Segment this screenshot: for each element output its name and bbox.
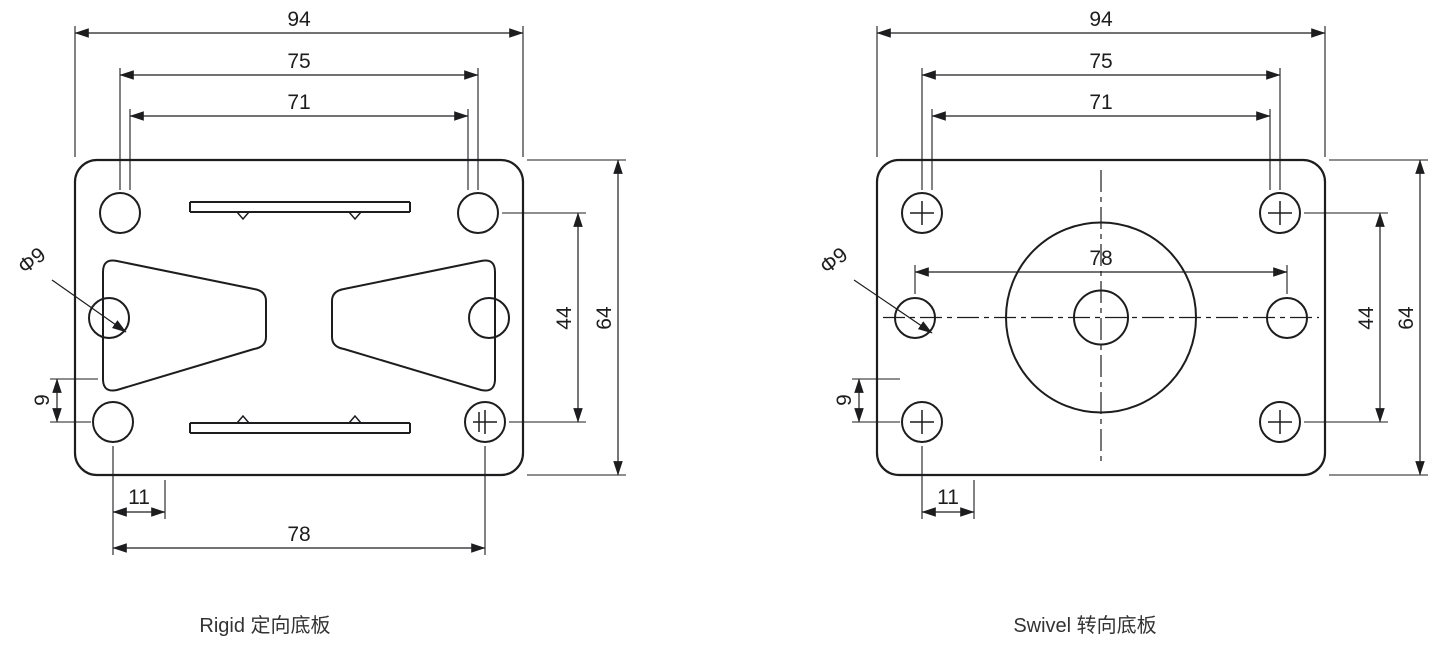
rigid-bolt-holes (88, 192, 510, 443)
swivel-hole-bottom-right (1259, 401, 1301, 443)
rigid-hole-mid-right (468, 297, 510, 339)
rigid-hole-diameter-callout: Φ9 (14, 243, 127, 333)
rigid-dim-71: 71 (129, 91, 469, 190)
rigid-hole-bottom-right (464, 401, 506, 443)
swivel-dim-44: 44 (1304, 212, 1388, 423)
rigid-top-rib (189, 201, 411, 221)
rigid-left-pocket (102, 259, 267, 392)
swivel-centerlines (883, 170, 1319, 465)
rigid-hole-top-right (457, 192, 499, 234)
rigid-right-pocket (331, 259, 496, 392)
rigid-dim-9: 9 (31, 378, 98, 423)
swivel-race-circle (1005, 221, 1197, 414)
rigid-dim-11-value: 11 (128, 486, 150, 509)
rigid-dim-75: 75 (119, 50, 479, 190)
swivel-hole-center-marks (910, 201, 1292, 434)
swivel-dim-78-value: 78 (1089, 247, 1112, 270)
swivel-race (1005, 221, 1197, 414)
swivel-dim-9: 9 (833, 378, 900, 423)
swivel-plate-drawing: 94 75 71 78 44 64 (816, 8, 1428, 637)
swivel-dim-94-value: 94 (1089, 8, 1113, 31)
swivel-hole-mid-left (894, 297, 936, 339)
swivel-hole-diameter-value: Φ9 (816, 243, 853, 279)
rigid-plate-outline (73, 158, 525, 477)
rigid-bottom-rib (189, 414, 411, 434)
swivel-dim-11-value: 11 (937, 486, 959, 509)
rigid-dim-78-value: 78 (287, 523, 310, 546)
swivel-dim-75: 75 (921, 50, 1281, 190)
rigid-caption: Rigid 定向底板 (199, 614, 330, 637)
swivel-dim-71-value: 71 (1089, 91, 1112, 114)
swivel-dim-44-value: 44 (1355, 306, 1378, 330)
swivel-hole-bottom-left (901, 401, 943, 443)
swivel-hole-top-left (901, 192, 943, 234)
rigid-dim-44-value: 44 (553, 306, 576, 330)
rigid-dim-71-value: 71 (287, 91, 310, 114)
rigid-dim-64-value: 64 (593, 306, 616, 330)
rigid-hole-center-mark (473, 410, 497, 434)
swivel-dim-11: 11 (921, 446, 975, 519)
swivel-dim-64-value: 64 (1395, 306, 1418, 330)
rigid-dim-44: 44 (502, 212, 586, 423)
rigid-dim-78: 78 (112, 446, 486, 555)
rigid-hole-mid-left (88, 297, 130, 339)
swivel-dim-9-value: 9 (833, 394, 856, 406)
swivel-caption: Swivel 转向底板 (1013, 614, 1156, 637)
swivel-kingpin-hole (1073, 289, 1129, 346)
rigid-dim-64: 64 (527, 159, 626, 476)
rigid-hole-diameter-value: Φ9 (14, 243, 51, 279)
rigid-dim-94-value: 94 (287, 8, 311, 31)
swivel-bolt-holes (894, 192, 1308, 443)
rigid-dim-9-value: 9 (31, 394, 54, 406)
rigid-dim-75-value: 75 (287, 50, 310, 73)
swivel-plate-outline (875, 158, 1327, 477)
swivel-dim-75-value: 75 (1089, 50, 1112, 73)
rigid-dim-11: 11 (112, 446, 166, 555)
swivel-dim-94: 94 (876, 8, 1326, 157)
swivel-hole-mid-right (1266, 297, 1308, 339)
rigid-dim-94: 94 (74, 8, 524, 157)
swivel-dim-78: 78 (914, 247, 1288, 294)
swivel-dim-64: 64 (1329, 159, 1428, 476)
rigid-plate-drawing: 94 75 71 44 64 9 (14, 8, 626, 637)
rigid-hole-top-left (99, 192, 141, 234)
swivel-hole-top-right (1259, 192, 1301, 234)
rigid-hole-bottom-left (92, 401, 134, 443)
swivel-dim-71: 71 (931, 91, 1271, 190)
